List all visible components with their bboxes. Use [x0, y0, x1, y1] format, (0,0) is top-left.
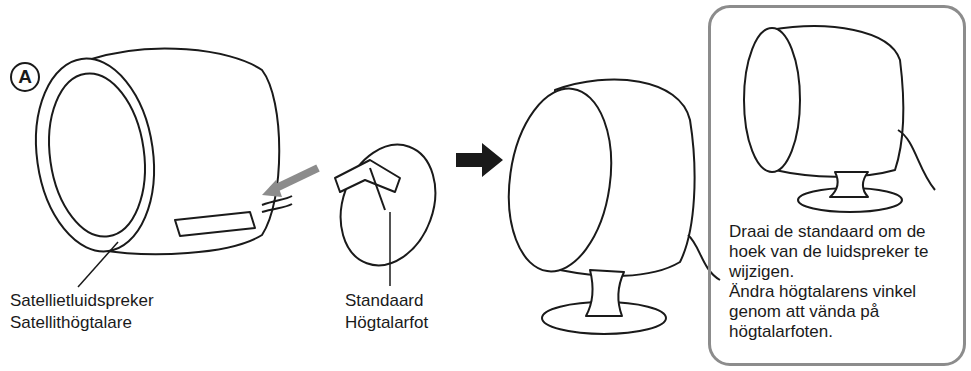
part-name: Satellietluidspreker — [10, 290, 154, 311]
stand-arm — [335, 160, 400, 192]
leader-line — [78, 242, 118, 287]
mount-slot — [175, 212, 255, 236]
speaker-front — [744, 28, 800, 172]
speaker-cable — [898, 130, 935, 190]
note-text: Draai de standaard om de hoek van de lui… — [729, 222, 953, 282]
stand-neck — [586, 270, 624, 316]
note-text: Ändra högtalarens vinkel genom att vända… — [729, 282, 953, 342]
leader-line — [389, 212, 391, 286]
part-name: Standaard — [345, 290, 423, 311]
stand-neck — [830, 172, 868, 197]
part-name: Högtalarfot — [345, 312, 428, 333]
speaker-front — [498, 82, 623, 278]
speaker-cable — [688, 235, 720, 280]
figure-letter: A — [10, 62, 40, 92]
speaker-cable — [262, 196, 292, 205]
part-name: Satellithögtalare — [10, 312, 132, 333]
speaker-cable — [262, 204, 292, 212]
stand-neck — [370, 168, 385, 210]
speaker-front — [24, 51, 166, 259]
note-box: Draai de standaard om de hoek van de lui… — [708, 5, 966, 366]
insert-arrowhead — [262, 180, 282, 197]
stand-base — [325, 131, 452, 278]
result-arrow — [456, 143, 503, 177]
speaker-grille — [39, 67, 155, 242]
insert-arrow — [272, 168, 318, 190]
